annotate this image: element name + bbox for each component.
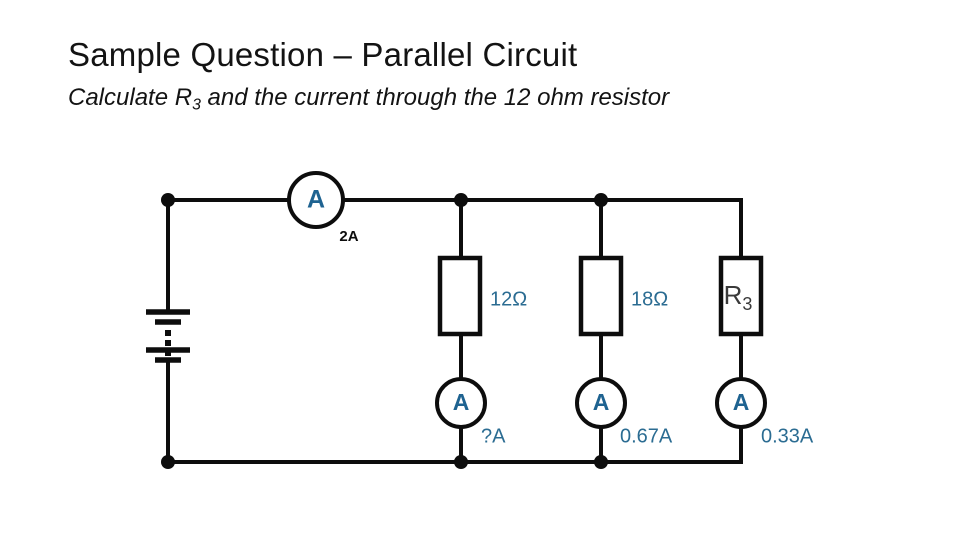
main-ammeter-letter: A — [307, 186, 325, 214]
resistor-box-18-ohm[interactable] — [578, 255, 624, 337]
subtitle-subscript: 3 — [192, 96, 201, 114]
resistor-label-12-ohm: 12Ω — [490, 288, 527, 310]
node-dot-bottom-branch-1 — [454, 455, 468, 469]
page-title: Sample Question – Parallel Circuit — [68, 36, 578, 73]
branch-1-current-label: ?A — [481, 425, 506, 447]
node-dot-bottom-branch-2 — [594, 455, 608, 469]
branch-3-ammeter-letter: A — [733, 389, 750, 415]
resistor-label-r3: R3 — [724, 280, 753, 314]
node-dot-top-branch-1 — [454, 193, 468, 207]
branch-3-current-label: 0.33A — [761, 425, 814, 447]
branch-1-ammeter-letter: A — [453, 389, 470, 415]
page-subtitle: Calculate R3 and the current through the… — [68, 84, 908, 114]
main-ammeter-reading: 2A — [339, 228, 358, 245]
subtitle-text-before: Calculate R — [68, 83, 193, 111]
resistor-box-12-ohm[interactable] — [437, 255, 483, 337]
resistor-label-r3-sub: 3 — [742, 294, 752, 314]
node-dot-top-branch-2 — [594, 193, 608, 207]
subtitle-text-after: and the current through the 12 ohm resis… — [200, 83, 670, 111]
node-dot-top-left — [161, 193, 175, 207]
resistor-box-r3[interactable] — [718, 255, 764, 337]
branch-2-ammeter-letter: A — [593, 389, 610, 415]
branch-2-ammeter[interactable]: A — [575, 377, 627, 429]
battery-cell-ellipsis — [165, 330, 171, 356]
branch-3-ammeter[interactable]: A — [715, 377, 767, 429]
main-ammeter[interactable]: A — [287, 171, 345, 229]
branch-2-current-label: 0.67A — [620, 425, 673, 447]
main-ammeter-circle[interactable] — [287, 171, 345, 229]
slide-header: Sample Question – Parallel Circuit Calcu… — [68, 36, 908, 114]
branch-3-ammeter-circle[interactable] — [715, 377, 767, 429]
branch-2-ammeter-circle[interactable] — [575, 377, 627, 429]
branch-1-ammeter[interactable]: A — [435, 377, 487, 429]
resistor-label-18-ohm: 18Ω — [631, 288, 668, 310]
battery-symbol — [146, 309, 190, 363]
branch-1-ammeter-circle[interactable] — [435, 377, 487, 429]
node-dot-bottom-left — [161, 455, 175, 469]
resistor-label-r3-main: R — [724, 280, 743, 310]
